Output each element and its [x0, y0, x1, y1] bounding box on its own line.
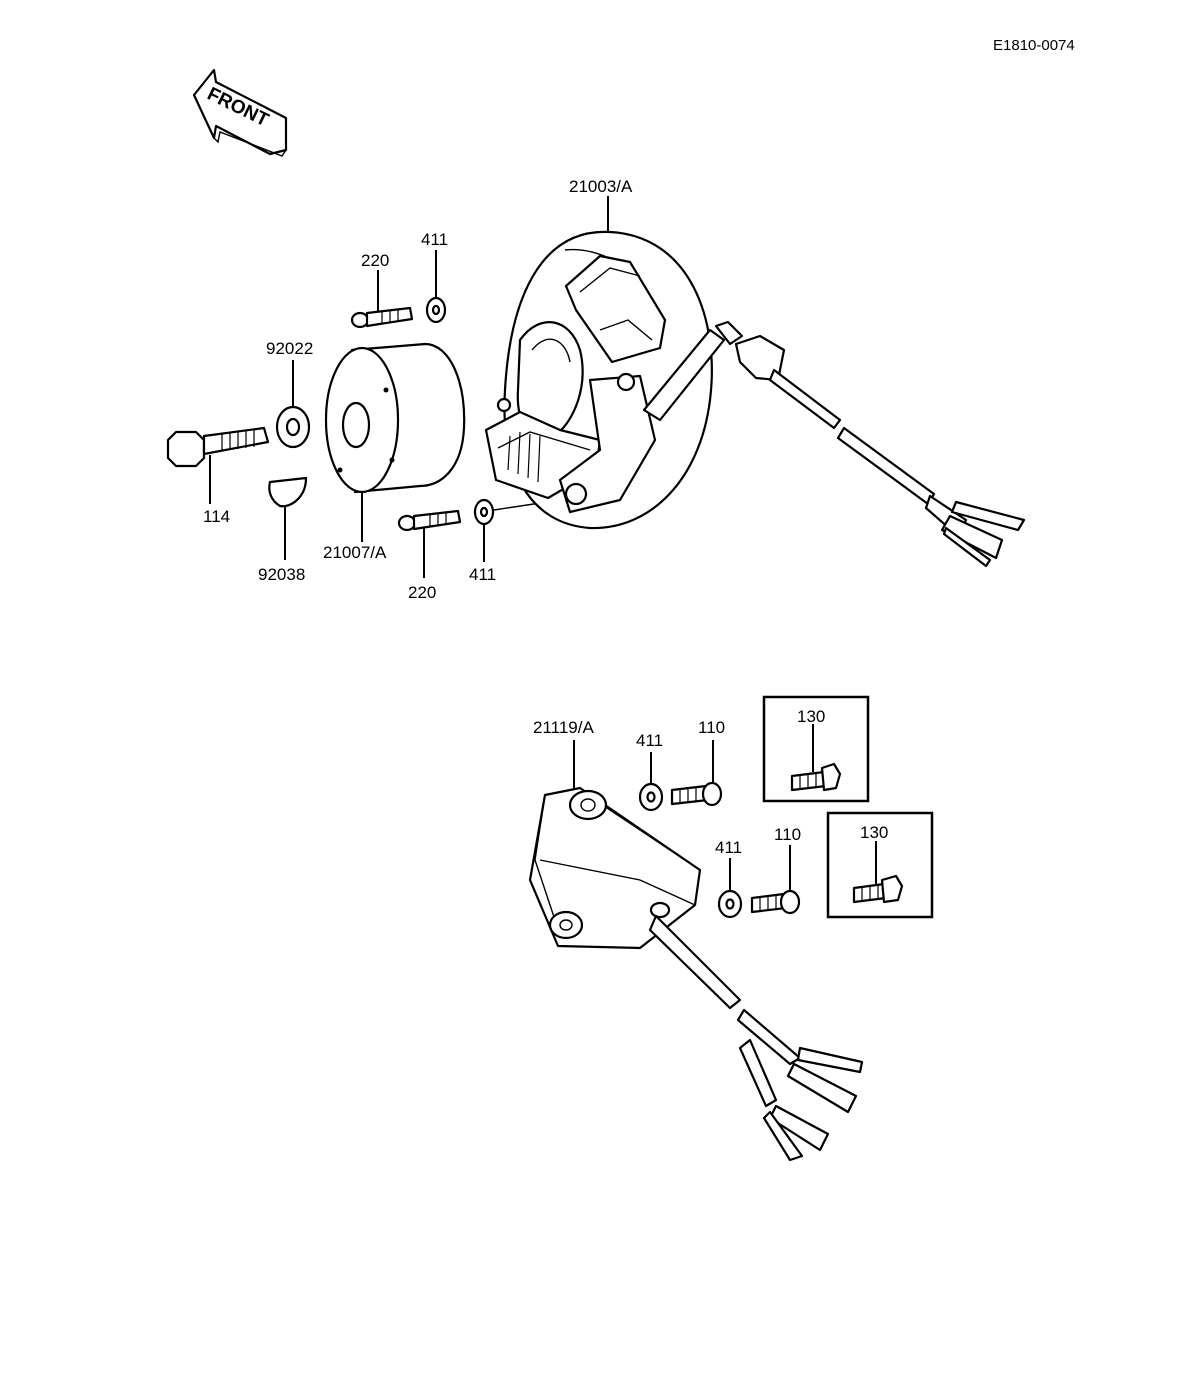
- washer-411-cdi-2-icon: [717, 889, 743, 919]
- screw-220-upper-icon: [350, 306, 414, 329]
- reference-code: E1810-0074: [993, 37, 1075, 54]
- washer-411-lower-icon: [473, 498, 495, 526]
- washer-411-cdi-1-icon: [638, 782, 664, 812]
- label-130-alt-1: 130: [797, 707, 825, 726]
- washer-92022-icon: [275, 405, 311, 449]
- label-92038: 92038: [258, 565, 305, 584]
- screw-220-lower-icon: [397, 509, 462, 532]
- label-220-upper: 220: [361, 251, 389, 270]
- stator-harness-icon: [714, 320, 1026, 568]
- label-110-cdi-2: 110: [774, 825, 801, 844]
- label-110-cdi-1: 110: [698, 718, 725, 737]
- label-21003: 21003/A: [569, 177, 633, 196]
- bolt-130-alt-2-icon: [852, 874, 904, 904]
- bolt-110-cdi-1-icon: [670, 781, 723, 807]
- label-21119: 21119/A: [533, 718, 594, 737]
- label-92022: 92022: [266, 339, 313, 358]
- alt-bolt-box-1: [762, 695, 870, 803]
- bolt-110-cdi-2-icon: [750, 889, 801, 915]
- alt-bolt-box-2: [826, 811, 934, 919]
- woodruff-key-92038-icon: [268, 476, 308, 508]
- label-130-alt-2: 130: [860, 823, 888, 842]
- flywheel-21007-icon: [324, 342, 466, 494]
- label-411-upper: 411: [421, 230, 448, 249]
- front-arrow-icon: FRONT: [192, 68, 288, 157]
- bolt-130-alt-1-icon: [790, 762, 842, 792]
- label-220-lower: 220: [408, 583, 436, 602]
- bolt-114-icon: [166, 426, 270, 468]
- washer-411-upper-icon: [425, 296, 447, 324]
- stator-21003-icon: [484, 230, 726, 530]
- label-411-cdi-2: 411: [715, 838, 742, 857]
- label-21007: 21007/A: [323, 543, 387, 562]
- label-114: 114: [203, 507, 230, 526]
- label-411-lower: 411: [469, 565, 496, 584]
- cdi-unit-21119-icon: [528, 786, 702, 950]
- label-411-cdi-1: 411: [636, 731, 663, 750]
- cdi-harness-icon: [648, 914, 864, 1162]
